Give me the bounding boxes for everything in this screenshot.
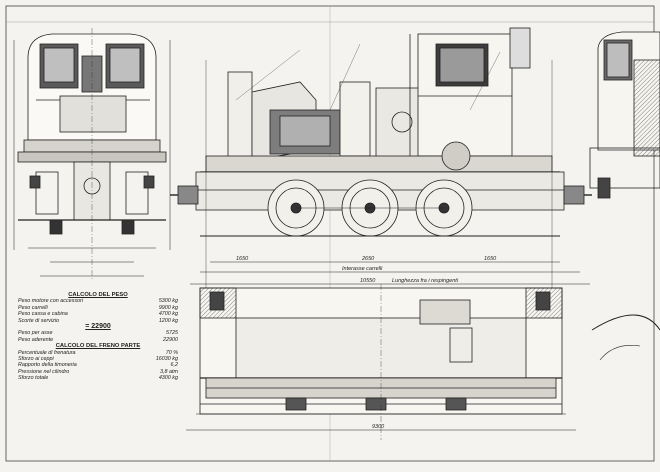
rear-end-view (589, 31, 660, 361)
dimension-bogie-rear: 1650 (484, 256, 497, 262)
dimension-labels: 1650 2650 1650 Interasse carrelli 10550 … (236, 256, 497, 430)
dimension-buffers-label: Lunghezza fra i respingenti (392, 278, 459, 284)
side-elevation (170, 27, 592, 290)
calc-title-weight: CALCOLO DEL PESO (68, 292, 128, 298)
calculation-table: CALCOLO DEL PESO Peso motore con accesso… (18, 292, 178, 382)
dimension-axle-label: Interasse carrelli (342, 266, 383, 272)
dimension-plan: 9300 (372, 424, 385, 430)
calc-total-weight: = 22900 (85, 323, 111, 331)
calc-title-brake: CALCOLO DEL FRENO PARTE (55, 343, 141, 350)
dimension-total: 10550 (360, 278, 376, 284)
front-end-view (13, 28, 171, 280)
dimension-center: 2650 (361, 256, 375, 262)
dimension-bogie-front: 1650 (236, 256, 249, 262)
plan-view (186, 284, 576, 440)
